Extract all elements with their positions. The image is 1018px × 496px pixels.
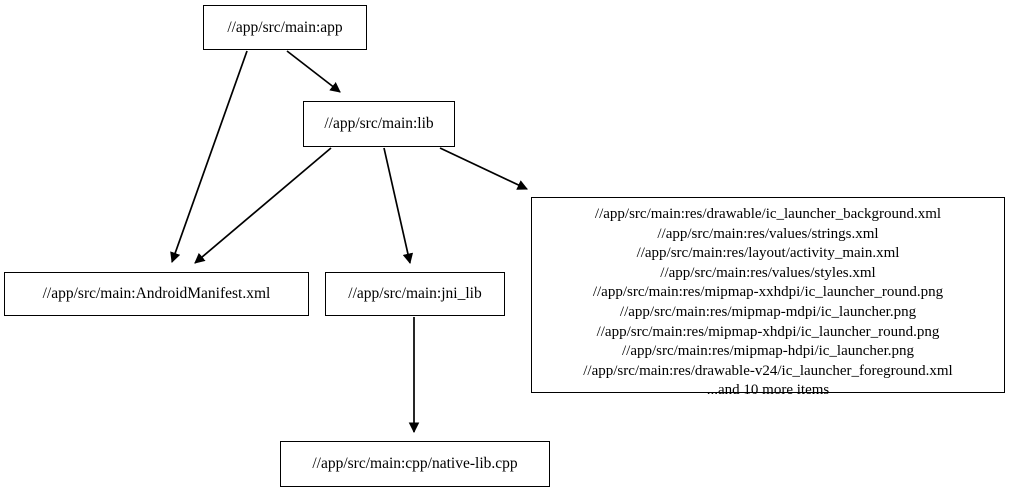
resource-item: //app/src/main:res/mipmap-xhdpi/ic_launc…: [596, 323, 940, 340]
resource-item: //app/src/main:res/mipmap-hdpi/ic_launch…: [621, 343, 914, 360]
node-lib-label: //app/src/main:lib: [324, 115, 434, 133]
edge-lib-to-manifest: [194, 147, 332, 264]
edge-lib-to-jni-lib: [383, 147, 414, 265]
resource-item: //app/src/main:res/mipmap-mdpi/ic_launch…: [619, 303, 917, 320]
edge-lib-to-resources: [439, 147, 528, 190]
node-native-lib-cpp-label: //app/src/main:cpp/native-lib.cpp: [312, 455, 518, 473]
resource-item: //app/src/main:res/values/styles.xml: [660, 264, 876, 281]
node-app-label: //app/src/main:app: [227, 18, 343, 36]
node-jni-lib[interactable]: //app/src/main:jni_lib: [325, 272, 505, 316]
node-android-manifest-label: //app/src/main:AndroidManifest.xml: [42, 285, 271, 303]
edge-app-to-lib: [286, 50, 341, 93]
node-resources-cluster[interactable]: //app/src/main:res/drawable/ic_launcher_…: [531, 197, 1005, 398]
node-jni-lib-label: //app/src/main:jni_lib: [348, 285, 482, 303]
resource-item: //app/src/main:res/values/strings.xml: [657, 225, 879, 242]
node-android-manifest[interactable]: //app/src/main:AndroidManifest.xml: [4, 272, 309, 316]
node-app[interactable]: //app/src/main:app: [203, 5, 367, 50]
resource-item: //app/src/main:res/drawable/ic_launcher_…: [594, 206, 942, 222]
resource-item: //app/src/main:res/mipmap-xxhdpi/ic_laun…: [592, 284, 944, 301]
node-native-lib-cpp[interactable]: //app/src/main:cpp/native-lib.cpp: [280, 441, 550, 487]
resource-item: //app/src/main:res/drawable-v24/ic_launc…: [583, 362, 953, 379]
resource-item: //app/src/main:res/layout/activity_main.…: [636, 245, 900, 262]
edge-app-to-manifest: [170, 50, 248, 263]
resource-overflow-label: ...and 10 more items: [706, 382, 830, 399]
node-lib[interactable]: //app/src/main:lib: [303, 101, 455, 147]
